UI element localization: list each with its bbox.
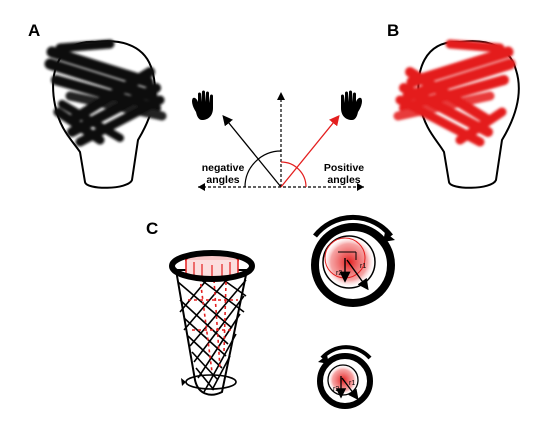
positive-angles-line1: Positive (323, 162, 365, 174)
radius-label-r2: r2 (336, 270, 342, 277)
negative-angle-arc (244, 150, 282, 188)
negative-angles-line2: angles (206, 174, 240, 186)
radius-label-r1: r1 (360, 263, 366, 270)
baseline-arrow-right-icon (357, 183, 364, 191)
negative-angles-line1: negative (201, 162, 245, 174)
baseline-arrow-left-icon (198, 183, 205, 191)
rotation-arrow-icon (383, 232, 395, 242)
disc-small: r2 r1 (317, 345, 373, 409)
vertical-arrow-icon (277, 92, 285, 100)
hand-icon (192, 90, 213, 120)
positive-angle-arc (280, 161, 307, 188)
panel-label-a: A (28, 21, 41, 40)
angle-diagram (192, 90, 364, 191)
hand-icon (341, 90, 362, 120)
radius-label-r2: r2 (333, 386, 339, 393)
rotation-arrow-icon (318, 355, 329, 364)
head-wrap-b (393, 39, 516, 147)
rotation-arrow-icon (181, 378, 186, 386)
radius-label-r1: r1 (349, 380, 355, 387)
panel-label-c: C (146, 219, 159, 238)
panel-label-b: B (387, 21, 400, 40)
positive-angle-arrow (280, 114, 340, 188)
positive-angles-line2: angles (327, 174, 361, 186)
rotating-cone (169, 250, 255, 396)
disc-large: r2 r1 (311, 214, 395, 307)
negative-angle-arrow (222, 114, 282, 188)
head-wrap-a (44, 39, 167, 147)
positive-angles-label: Positive angles (318, 162, 370, 186)
negative-angles-label: negative angles (198, 162, 248, 186)
